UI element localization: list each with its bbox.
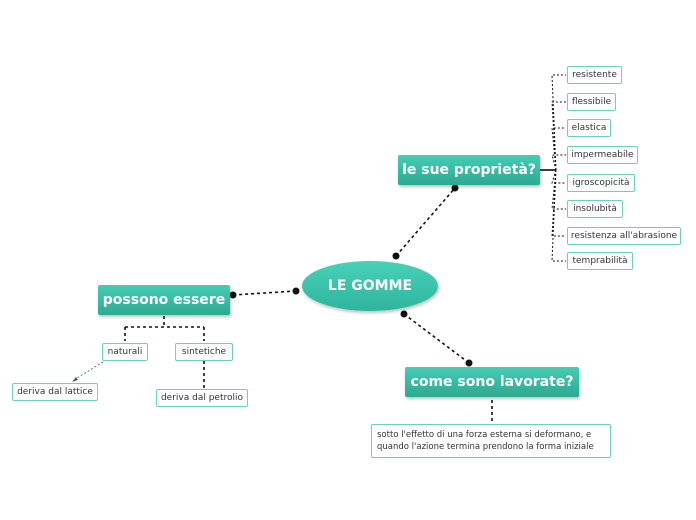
link-center-types (232, 290, 297, 296)
property-item[interactable]: resistenza all'abrasione (567, 227, 681, 245)
link-center-processing (403, 313, 470, 364)
dot-center-bottom (400, 310, 408, 318)
property-item[interactable]: impermeabile (567, 146, 638, 164)
synthetic-detail[interactable]: deriva dal petrolio (156, 389, 248, 407)
topic-types[interactable]: possono essere (98, 285, 230, 315)
dot-types (229, 291, 237, 299)
type-natural[interactable]: naturali (102, 343, 148, 361)
property-item[interactable]: insolubità (567, 200, 623, 218)
central-topic[interactable]: LE GOMME (302, 261, 438, 311)
type-synthetic[interactable]: sintetiche (175, 343, 233, 361)
property-item[interactable]: temprabilità (567, 252, 633, 270)
dot-properties (451, 184, 459, 192)
link-types-children (124, 316, 205, 341)
topic-properties[interactable]: le sue proprietà? (398, 155, 540, 185)
natural-detail[interactable]: deriva dal lattice (12, 383, 98, 401)
dot-processing (465, 359, 473, 367)
link-center-properties (395, 187, 456, 257)
property-item[interactable]: igroscopicità (567, 174, 635, 192)
property-item[interactable]: flessibile (567, 93, 616, 111)
topic-processing[interactable]: come sono lavorate? (405, 367, 579, 397)
property-item[interactable]: elastica (567, 119, 611, 137)
dot-center-top (392, 252, 400, 260)
link-natural-detail (73, 361, 104, 381)
link-natural-arrowhead (72, 377, 78, 382)
processing-detail[interactable]: sotto l'effetto di una forza esterna si … (371, 424, 611, 458)
property-item[interactable]: resistente (567, 66, 622, 84)
link-properties-items (551, 74, 566, 262)
dot-center-left (292, 287, 300, 295)
